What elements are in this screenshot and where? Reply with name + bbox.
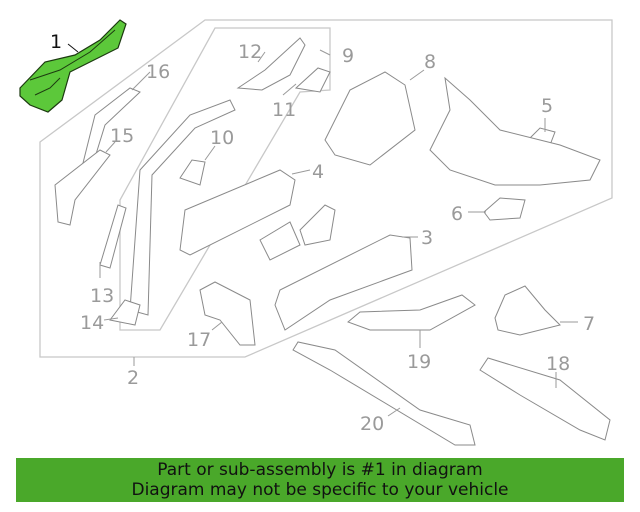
part-15[interactable] xyxy=(54,149,111,226)
part-bracket-b[interactable] xyxy=(299,204,336,246)
callout-4[interactable]: 4 xyxy=(312,161,324,183)
part-7[interactable] xyxy=(494,285,561,336)
callout-19[interactable]: 19 xyxy=(407,351,431,373)
part-14[interactable] xyxy=(109,299,141,326)
callout-16[interactable]: 16 xyxy=(146,61,170,83)
part-front-frame[interactable] xyxy=(429,76,601,186)
callout-14[interactable]: 14 xyxy=(80,312,104,334)
callout-6[interactable]: 6 xyxy=(451,203,463,225)
callout-8[interactable]: 8 xyxy=(424,51,436,73)
callout-13[interactable]: 13 xyxy=(90,285,114,307)
callout-17[interactable]: 17 xyxy=(187,329,211,351)
callout-7[interactable]: 7 xyxy=(583,313,595,335)
banner-line-2: Diagram may not be specific to your vehi… xyxy=(131,480,509,500)
part-13[interactable] xyxy=(99,204,127,269)
callout-1[interactable]: 1 xyxy=(50,31,62,53)
part-1-highlighted[interactable] xyxy=(19,19,127,113)
callout-5[interactable]: 5 xyxy=(541,95,553,117)
callout-15[interactable]: 15 xyxy=(110,125,134,147)
callout-10[interactable]: 10 xyxy=(210,127,234,149)
part-11[interactable] xyxy=(294,67,331,93)
callout-3[interactable]: 3 xyxy=(421,227,433,249)
part-a-pillar[interactable] xyxy=(129,99,236,316)
part-20[interactable] xyxy=(292,341,476,446)
part-6[interactable] xyxy=(483,197,526,221)
part-8[interactable] xyxy=(324,71,416,166)
part-17[interactable] xyxy=(199,281,256,346)
callout-9[interactable]: 9 xyxy=(342,45,354,67)
part-18[interactable] xyxy=(479,357,611,441)
group-frame-2 xyxy=(39,19,613,358)
callout-12[interactable]: 12 xyxy=(238,41,262,63)
part-4[interactable] xyxy=(179,169,296,256)
banner-line-1: Part or sub-assembly is #1 in diagram xyxy=(157,460,483,480)
callout-20[interactable]: 20 xyxy=(360,413,384,435)
callout-2[interactable]: 2 xyxy=(127,367,139,389)
part-10[interactable] xyxy=(179,159,206,186)
callout-18[interactable]: 18 xyxy=(546,353,570,375)
info-banner: Part or sub-assembly is #1 in diagram Di… xyxy=(16,458,624,502)
callout-11[interactable]: 11 xyxy=(272,99,296,121)
part-bracket[interactable] xyxy=(259,221,301,261)
part-19[interactable] xyxy=(347,294,476,331)
part-3[interactable] xyxy=(274,234,413,331)
part-12[interactable] xyxy=(236,37,306,91)
